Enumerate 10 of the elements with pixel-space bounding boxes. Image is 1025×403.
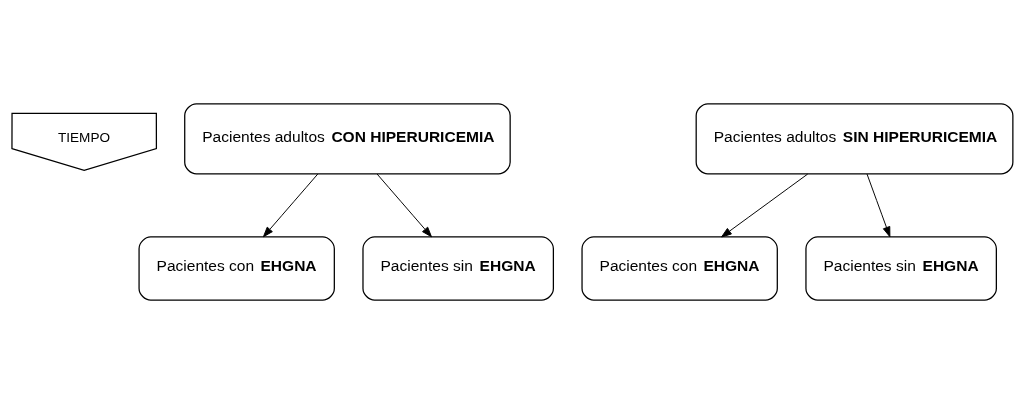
node-box: Pacientes sin EHGNA — [805, 235, 997, 301]
arrow — [376, 173, 432, 237]
node-box: Pacientes adultos CON HIPERURICEMIA — [184, 102, 511, 174]
node-box: Pacientes adultos SIN HIPERURICEMIA — [695, 102, 1014, 174]
node-box: Pacientes sin EHGNA — [362, 235, 554, 301]
node-box: Pacientes con EHGNA — [138, 235, 335, 301]
arrow — [721, 173, 809, 237]
arrow — [262, 173, 319, 237]
arrow — [866, 173, 891, 237]
node-box: Pacientes con EHGNA — [581, 235, 778, 301]
